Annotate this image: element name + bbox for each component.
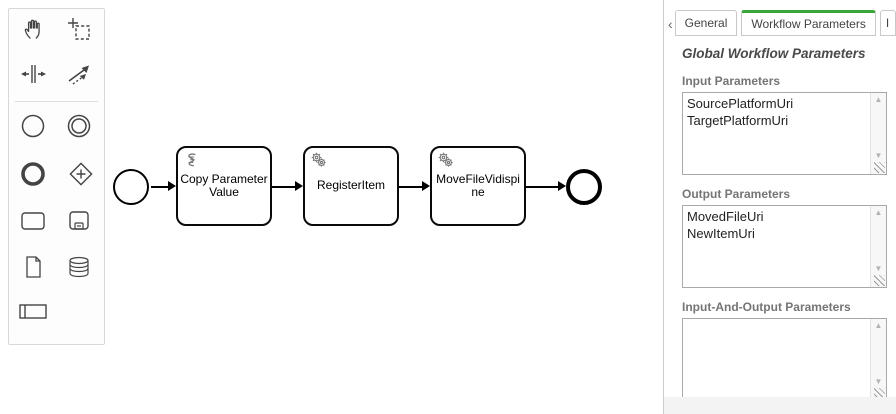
sequence-flow[interactable] [151, 186, 169, 188]
input-and-output-parameters-section: Input-And-Output Parameters ▲ ▼ [682, 300, 887, 401]
sequence-flow[interactable] [526, 186, 558, 188]
create-start-event-button[interactable] [13, 108, 53, 148]
sequence-flow-arrowhead [558, 181, 566, 191]
output-parameters-value: MovedFileUri NewItemUri [687, 209, 764, 241]
space-tool-button[interactable] [13, 56, 53, 96]
output-parameters-field[interactable]: MovedFileUri NewItemUri ▲ ▼ [682, 205, 887, 288]
textarea-scrollbar[interactable]: ▲ ▼ [870, 319, 886, 400]
scroll-up-icon[interactable]: ▲ [874, 321, 883, 330]
panel-heading: Global Workflow Parameters [682, 46, 866, 61]
data-object-icon [20, 254, 46, 285]
output-parameters-label: Output Parameters [682, 187, 791, 201]
lasso-tool-button[interactable] [59, 11, 99, 51]
properties-tab-bar: ‹ General Workflow Parameters I › [667, 10, 896, 36]
sequence-flow[interactable] [399, 186, 422, 188]
textarea-scrollbar[interactable]: ▲ ▼ [870, 206, 886, 287]
tabs-scroll-left-arrow[interactable]: ‹ [668, 16, 673, 32]
scroll-up-icon[interactable]: ▲ [874, 208, 883, 217]
create-data-object-button[interactable] [13, 249, 53, 289]
sequence-flow-arrowhead [422, 181, 430, 191]
bpmn-end-event[interactable] [566, 169, 602, 205]
tab-content: Global Workflow Parameters Input Paramet… [664, 36, 896, 413]
task-icon [20, 208, 46, 239]
tab-general[interactable]: General [674, 10, 738, 36]
scroll-down-icon[interactable]: ▼ [874, 151, 883, 160]
resize-grip-icon[interactable] [874, 275, 885, 286]
create-end-event-button[interactable] [13, 156, 53, 196]
script-task-icon [183, 152, 199, 173]
input-and-output-parameters-value [684, 320, 868, 399]
scroll-down-icon[interactable]: ▼ [874, 264, 883, 273]
tool-palette [8, 8, 105, 345]
participant-icon [18, 298, 48, 329]
create-intermediate-event-button[interactable] [59, 108, 99, 148]
tab-truncated[interactable]: I [879, 10, 896, 36]
hand-tool-button[interactable] [13, 11, 53, 51]
bpmn-start-event[interactable] [113, 169, 149, 205]
intermediate-event-icon [66, 113, 92, 144]
tab-label: General [684, 16, 728, 30]
start-event-icon [20, 113, 46, 144]
scroll-down-icon[interactable]: ▼ [874, 377, 883, 386]
palette-separator [15, 101, 98, 102]
space-tool-icon [20, 61, 46, 92]
service-task-icon [437, 152, 454, 173]
create-gateway-button[interactable] [61, 156, 101, 196]
gateway-icon [68, 161, 94, 192]
tab-label: Workflow Parameters [751, 17, 866, 31]
sequence-flow[interactable] [272, 186, 295, 188]
input-parameters-section: Input Parameters SourcePlatformUri Targe… [682, 74, 887, 175]
input-parameters-field[interactable]: SourcePlatformUri TargetPlatformUri ▲ ▼ [682, 92, 887, 175]
subprocess-icon [66, 208, 92, 239]
input-parameters-value: SourcePlatformUri TargetPlatformUri [687, 96, 794, 128]
scroll-up-icon[interactable]: ▲ [874, 95, 883, 104]
create-subprocess-button[interactable] [59, 203, 99, 243]
panel-footer [664, 397, 896, 414]
create-participant-button[interactable] [13, 293, 53, 333]
bpmn-task-registeritem[interactable]: RegisterItem [303, 146, 399, 226]
global-connect-tool-button[interactable] [59, 56, 99, 96]
end-event-icon [20, 161, 46, 192]
hand-icon [20, 16, 46, 47]
input-parameters-label: Input Parameters [682, 74, 781, 88]
textarea-scrollbar[interactable]: ▲ ▼ [870, 93, 886, 174]
tab-label: I [885, 16, 890, 30]
input-and-output-parameters-label: Input-And-Output Parameters [682, 300, 851, 314]
sequence-flow-arrowhead [168, 181, 176, 191]
sequence-flow-arrowhead [295, 181, 303, 191]
data-store-icon [66, 254, 92, 285]
properties-panel: ‹ General Workflow Parameters I › Global… [663, 0, 896, 414]
resize-grip-icon[interactable] [874, 162, 885, 173]
tab-workflow-parameters[interactable]: Workflow Parameters [741, 10, 876, 36]
task-label: RegisterItem [316, 178, 386, 193]
create-task-button[interactable] [13, 203, 53, 243]
service-task-icon [310, 152, 327, 173]
connect-arrow-icon [66, 61, 92, 92]
output-parameters-section: Output Parameters MovedFileUri NewItemUr… [682, 187, 887, 288]
input-and-output-parameters-field[interactable]: ▲ ▼ [682, 318, 887, 401]
resize-grip-icon[interactable] [874, 388, 885, 399]
lasso-icon [66, 16, 92, 47]
create-data-store-button[interactable] [59, 249, 99, 289]
